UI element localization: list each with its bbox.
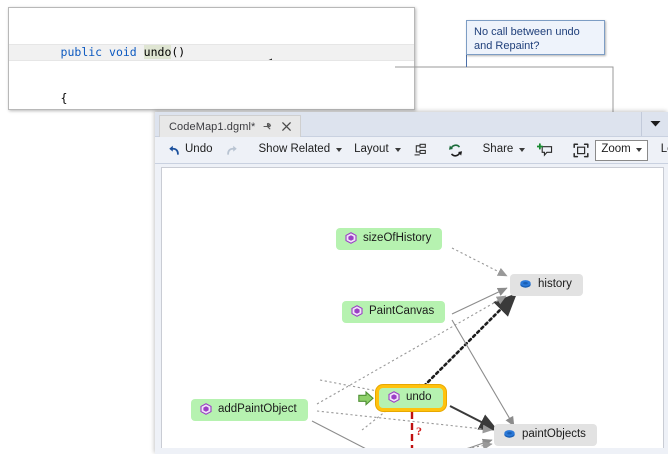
method-cube-icon — [388, 390, 400, 406]
node-history[interactable]: history — [510, 274, 583, 296]
code-line-current: public void undo() — [9, 44, 414, 61]
tab-codemap1-dgml[interactable]: CodeMap1.dgml* — [159, 115, 302, 137]
chevron-down-icon[interactable] — [648, 118, 662, 130]
chevron-down-icon — [635, 148, 642, 152]
close-icon[interactable] — [280, 120, 293, 133]
callout-line-2: and Repaint? — [474, 40, 540, 52]
code-text[interactable]: public void undo() { paintObjects = hist… — [9, 8, 414, 109]
refresh-arrows-icon — [448, 143, 463, 158]
node-label: addPaintObject — [218, 403, 297, 416]
callout-line-1: No call between undo — [474, 26, 580, 38]
edge-addPaintObject-Repaint — [311, 420, 368, 449]
flowchart-filter-icon — [413, 143, 428, 157]
edge-PaintCanvas-history — [451, 287, 508, 315]
add-comment-icon — [537, 143, 553, 157]
node-addPaintObject[interactable]: addPaintObject — [191, 399, 308, 421]
chevron-down-icon — [394, 148, 401, 152]
undo-identifier-highlight: undo — [143, 45, 172, 59]
code-to-map-leader-arrow — [268, 58, 272, 60]
redo-button[interactable] — [219, 139, 245, 162]
pin-icon[interactable] — [261, 120, 274, 133]
zoom-dropdown[interactable]: Zoom — [595, 139, 648, 161]
node-label: sizeOfHistory — [363, 232, 432, 245]
field-ellipse-icon — [519, 278, 532, 293]
node-paintObjects[interactable]: paintObjects — [494, 424, 597, 446]
code-editor-pane[interactable]: public void undo() { paintObjects = hist… — [8, 7, 415, 110]
window-bottom-edge — [155, 448, 668, 454]
undo-label: Undo — [185, 143, 213, 156]
redo-arrow-icon — [225, 143, 239, 157]
node-label: undo — [406, 391, 432, 404]
node-label: paintObjects — [522, 428, 586, 441]
graph-edges — [311, 247, 518, 449]
method-cube-icon — [200, 402, 212, 418]
code-line: { — [19, 91, 68, 105]
node-sizeOfHistory[interactable]: sizeOfHistory — [336, 228, 443, 250]
legend-button[interactable]: Legend — [652, 139, 668, 162]
callout-stem — [466, 55, 467, 67]
node-label: history — [538, 278, 572, 291]
fit-to-screen-button[interactable] — [567, 139, 595, 162]
missing-call-question-mark: ? — [416, 424, 422, 438]
edge-PaintCanvas-paintObjects — [451, 319, 515, 427]
node-PaintCanvas[interactable]: PaintCanvas — [342, 301, 446, 323]
add-comment-button[interactable] — [531, 139, 559, 162]
layout-label: Layout — [354, 143, 389, 156]
tabstrip-divider — [641, 112, 642, 136]
codemap-window: CodeMap1.dgml* Undo Show — [155, 112, 668, 454]
edge-sizeOfHistory-history — [451, 247, 508, 277]
method-cube-icon — [351, 304, 363, 320]
selection-pointer-icon — [358, 390, 374, 411]
share-button[interactable]: Share — [477, 139, 532, 162]
refresh-button[interactable] — [442, 139, 469, 162]
fit-to-screen-icon — [573, 142, 589, 158]
codemap-toolbar: Undo Show Related Layout — [155, 137, 668, 164]
undo-button[interactable]: Undo — [161, 139, 219, 162]
node-label: PaintCanvas — [369, 305, 435, 318]
chevron-down-icon — [519, 148, 526, 152]
legend-label: Legend — [660, 143, 668, 156]
show-related-label: Show Related — [258, 143, 331, 156]
edge-undo-history — [422, 292, 518, 388]
filter-button[interactable] — [407, 139, 434, 162]
layout-button[interactable]: Layout — [348, 139, 407, 162]
tab-label: CodeMap1.dgml* — [169, 120, 256, 133]
field-ellipse-icon — [503, 428, 516, 443]
callout-note: No call between undo and Repaint? — [466, 20, 605, 55]
document-tabstrip: CodeMap1.dgml* — [155, 112, 668, 137]
codemap-canvas[interactable]: sizeOfHistory history PaintCanvas undo — [161, 167, 664, 450]
zoom-label: Zoom — [601, 143, 631, 156]
node-undo[interactable]: undo — [376, 385, 446, 411]
show-related-button[interactable]: Show Related — [253, 139, 349, 162]
chevron-down-icon — [336, 148, 343, 152]
edge-addPaintObject-paintObjects — [316, 410, 493, 434]
share-label: Share — [482, 143, 514, 156]
edge-Repaint-paintObjects — [464, 438, 493, 449]
method-cube-icon — [345, 231, 357, 247]
undo-arrow-icon — [167, 143, 181, 157]
